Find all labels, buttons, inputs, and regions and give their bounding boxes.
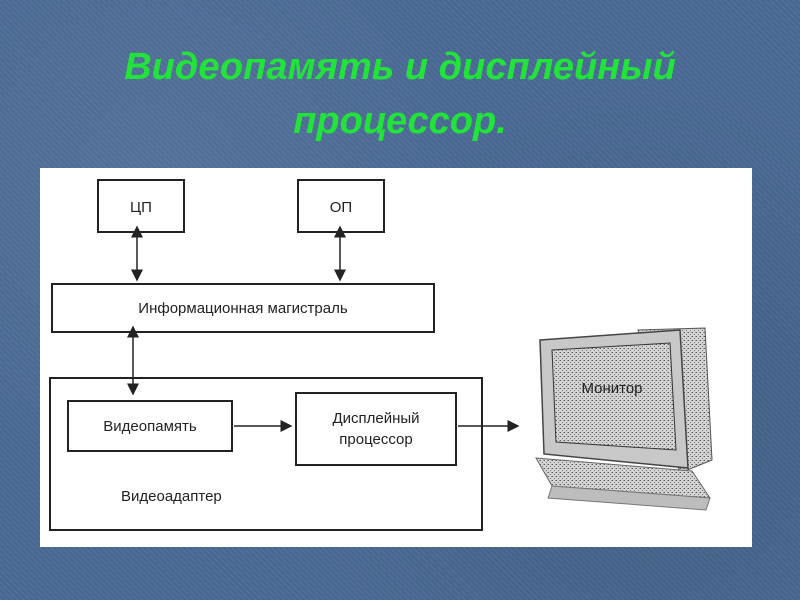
block-diagram-svg: ЦП ОП Информационная магистраль Видеоада… xyxy=(49,179,713,531)
video-memory-box: Видеопамять xyxy=(67,400,233,452)
slide-title-line-1: Видеопамять и дисплейный xyxy=(124,46,676,88)
video-adapter-label: Видеоадаптер xyxy=(121,488,222,505)
display-processor-box: Дисплейный процессор xyxy=(295,392,457,466)
display-processor-label-line-1: Дисплейный xyxy=(332,410,419,427)
information-bus: Информационная магистраль xyxy=(51,283,435,333)
information-bus-label: Информационная магистраль xyxy=(138,300,348,317)
slide-title-line-2: процессор. xyxy=(293,100,507,142)
cpu-label: ЦП xyxy=(130,199,152,216)
slide-title: Видеопамять и дисплейный процессор. xyxy=(0,40,800,148)
monitor-label: Монитор xyxy=(581,380,642,397)
block-diagram: ЦП ОП Информационная магистраль Видеоада… xyxy=(40,168,752,547)
monitor-icon: Монитор xyxy=(535,327,713,511)
ram-label: ОП xyxy=(330,199,352,216)
video-memory-label: Видеопамять xyxy=(103,418,197,435)
cpu-box: ЦП xyxy=(97,179,185,233)
display-processor-label-line-2: процессор xyxy=(339,431,412,448)
video-adapter-frame: Видеоадаптер xyxy=(49,377,483,531)
ram-box: ОП xyxy=(297,179,385,233)
